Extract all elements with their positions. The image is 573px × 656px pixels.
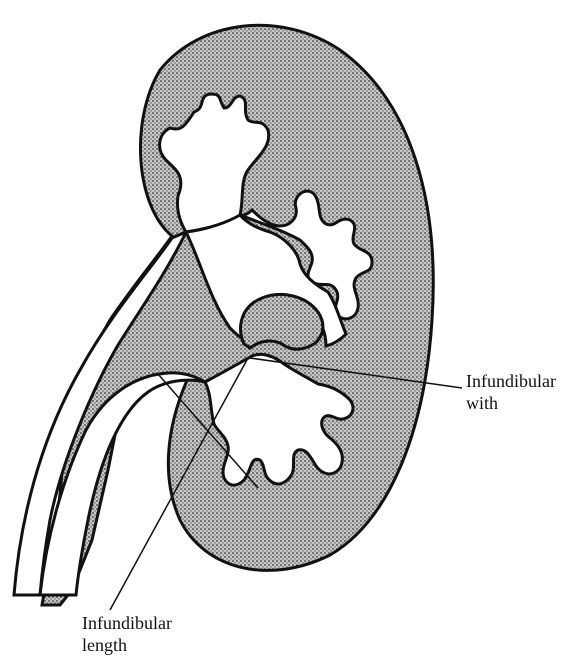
infundibular-width-label-line1: Infundibular <box>466 370 556 392</box>
infundibular-width-label: Infundibular with <box>466 370 556 414</box>
infundibular-length-label: Infundibular length <box>82 612 172 656</box>
infundibular-length-label-line2: length <box>82 634 172 656</box>
infundibular-length-label-line1: Infundibular <box>82 612 172 634</box>
inner-lobe <box>241 294 323 349</box>
infundibular-width-label-line2: with <box>466 392 556 414</box>
